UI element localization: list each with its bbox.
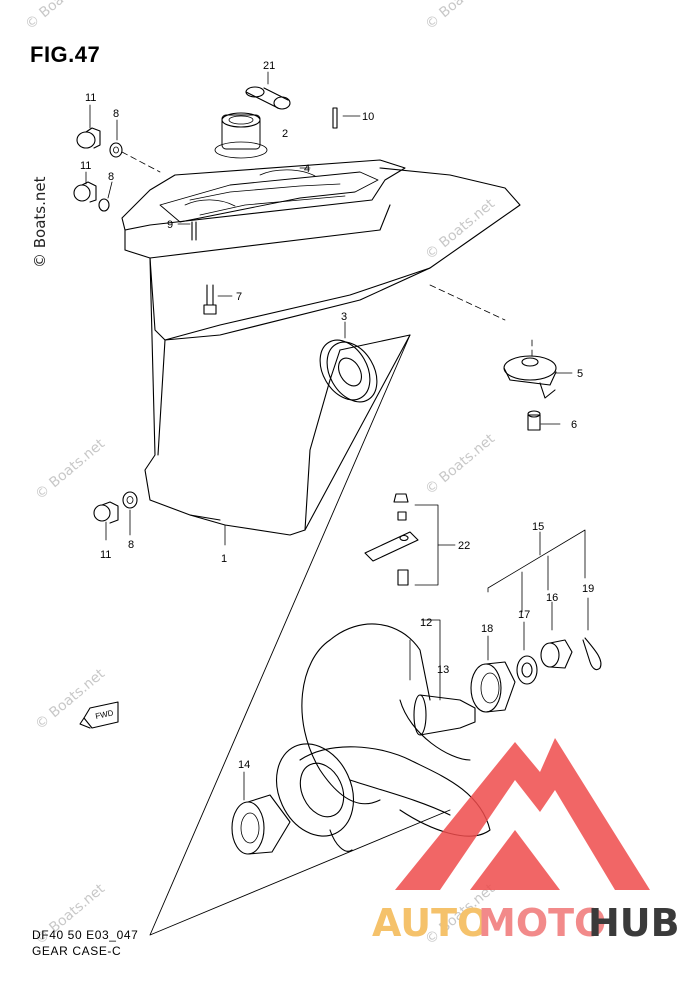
part-label: 19 bbox=[582, 583, 594, 595]
part-7-bolt bbox=[203, 284, 233, 315]
side-watermark: © Boats.net bbox=[31, 176, 49, 268]
figure-caption: GEAR CASE-C bbox=[32, 944, 122, 958]
watermark: © Boats.net bbox=[422, 0, 498, 33]
part-label: 4 bbox=[304, 163, 310, 175]
part-11-bolt-mid bbox=[73, 181, 97, 203]
part-22-hardware-group bbox=[364, 493, 456, 586]
part-11-bolt-lower bbox=[93, 501, 119, 524]
part-21-sleeve bbox=[245, 71, 291, 110]
part-label: 18 bbox=[481, 623, 493, 635]
part-label: 21 bbox=[263, 60, 275, 72]
part-label: 11 bbox=[100, 549, 111, 561]
part-label: 3 bbox=[341, 311, 347, 323]
part-15-bracket-lines bbox=[487, 529, 586, 613]
gear-case-housing bbox=[121, 112, 521, 546]
part-14-bushing bbox=[231, 771, 291, 855]
automotohub-logo: AUTO MOTO HUB bbox=[372, 738, 680, 945]
brand-auto: AUTO bbox=[372, 901, 489, 945]
part-label: 13 bbox=[437, 664, 449, 676]
part-18-spacer bbox=[470, 635, 516, 713]
part-label: 8 bbox=[113, 108, 119, 120]
watermark: © Boats.net bbox=[32, 436, 108, 503]
part-label: 2 bbox=[282, 128, 288, 140]
watermark: © Boats.net bbox=[422, 431, 498, 498]
figure-code: DF40 50 E03_047 bbox=[32, 928, 139, 942]
fwd-label: FWD bbox=[95, 708, 115, 721]
part-label: 7 bbox=[236, 291, 242, 303]
part-label: 8 bbox=[128, 539, 134, 551]
part-11-bolt-top bbox=[76, 127, 101, 149]
part-labels: 21 2 10 4 11 8 11 8 9 7 3 5 6 11 8 1 22 … bbox=[80, 60, 594, 771]
part-16-nut bbox=[540, 601, 573, 669]
part-label: 22 bbox=[458, 540, 470, 552]
fwd-arrow-icon: FWD bbox=[79, 701, 119, 729]
part-9-pin bbox=[191, 221, 197, 241]
part-3-oil-seal bbox=[319, 321, 378, 403]
part-label: 11 bbox=[85, 92, 96, 104]
part-label: 5 bbox=[577, 368, 583, 380]
brand-moto: MOTO bbox=[478, 901, 606, 945]
brand-hub: HUB bbox=[588, 901, 680, 945]
part-17-washer bbox=[516, 621, 538, 685]
part-5-anode bbox=[429, 284, 573, 399]
part-8-washer-top bbox=[109, 142, 123, 158]
part-label: 17 bbox=[518, 609, 530, 621]
part-label: 6 bbox=[571, 419, 577, 431]
propeller-shaft bbox=[413, 694, 476, 736]
part-label: 10 bbox=[362, 111, 374, 123]
part-label: 11 bbox=[80, 160, 91, 172]
part-10-pin bbox=[332, 107, 338, 129]
part-label: 8 bbox=[108, 171, 114, 183]
part-label: 12 bbox=[420, 617, 432, 629]
part-6-bolt bbox=[527, 410, 561, 431]
part-19-cotter-pin bbox=[582, 637, 602, 671]
part-label: 16 bbox=[546, 592, 558, 604]
part-label: 1 bbox=[221, 553, 227, 565]
part-label: 14 bbox=[238, 759, 250, 771]
part-label: 15 bbox=[532, 521, 544, 533]
part-8-washer-lower bbox=[122, 491, 138, 509]
watermark: © Boats.net bbox=[22, 0, 98, 33]
watermark: © Boats.net bbox=[422, 196, 498, 263]
part-label: 9 bbox=[167, 219, 173, 231]
logo-triangle-icon bbox=[395, 738, 650, 890]
assembly-frame-lines bbox=[149, 334, 451, 936]
figure-title: FIG.47 bbox=[30, 42, 101, 67]
part-8-washer-mid bbox=[98, 198, 110, 212]
